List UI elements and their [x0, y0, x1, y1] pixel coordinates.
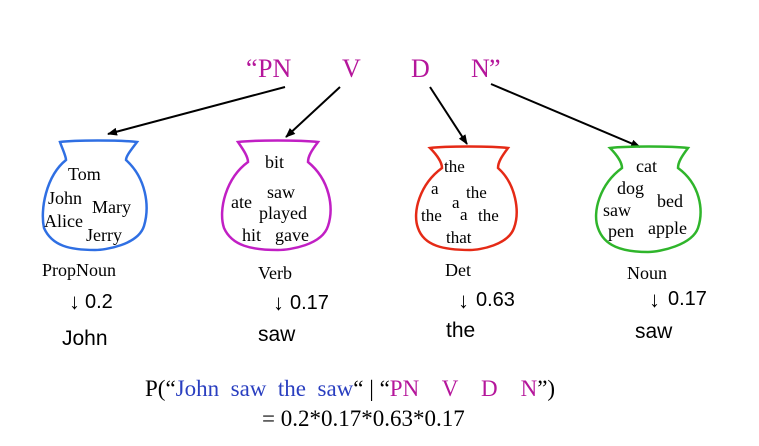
jar-propnoun: Tom John Mary Alice Jerry PropNoun ↓ 0.2…: [41, 139, 148, 350]
jar-word: Jerry: [86, 225, 122, 245]
vase-icon: [414, 145, 518, 252]
jar-word: Tom: [68, 164, 101, 184]
formula-sentence: John saw the saw: [176, 376, 354, 401]
jar-word: a: [460, 205, 468, 224]
jar-word: a: [452, 193, 460, 212]
jar-word: Mary: [92, 197, 131, 217]
vase-icon: [220, 139, 332, 252]
jar-word: cat: [636, 156, 657, 176]
tag-pn: PN: [258, 54, 291, 83]
emitted-word: saw: [635, 320, 673, 343]
jar-word: bit: [265, 152, 284, 172]
tag-sequence: “ PN V D N ”: [246, 54, 501, 83]
jar-word: ate: [231, 192, 252, 212]
jar-word: John: [48, 188, 82, 208]
formula-tags: PN V D N: [390, 376, 538, 401]
jar-word: the: [466, 183, 487, 202]
jar-label: Verb: [258, 263, 292, 283]
jar-label: Noun: [627, 263, 667, 283]
jar-word: apple: [648, 218, 687, 238]
jar-det: the a the a the a the that Det ↓ 0.63 th…: [414, 145, 518, 342]
jar-noun: cat dog bed saw pen apple Noun ↓ 0.17 sa…: [594, 145, 707, 343]
down-arrow-icon: ↓: [273, 290, 284, 315]
jar-word: dog: [617, 178, 644, 198]
emission-probability: 0.17: [668, 288, 707, 310]
jar-word: Alice: [44, 211, 83, 231]
emitted-word: saw: [258, 323, 296, 346]
jar-label: Det: [445, 260, 471, 280]
tag-open-quote: “: [246, 54, 258, 83]
jar-word: a: [431, 179, 439, 198]
arrow-v-to-verb: [285, 86, 341, 138]
vase-icon: [41, 139, 148, 252]
formula-line-1: P(“John saw the saw“ | “PN V D N”): [145, 376, 555, 401]
probability-formula: P(“John saw the saw“ | “PN V D N”) = 0.2…: [145, 376, 555, 431]
formula-close: ”): [537, 376, 555, 401]
jar-word: the: [421, 206, 442, 225]
jar-word: hit: [242, 225, 261, 245]
emission-probability: 0.2: [85, 291, 113, 313]
tag-to-jar-arrows: [107, 83, 641, 148]
formula-mid-quote: “ | “: [353, 376, 390, 401]
emission-probability: 0.17: [290, 292, 329, 314]
emitted-word: the: [446, 319, 475, 342]
vase-icon: [594, 145, 702, 254]
emitted-word: John: [62, 327, 108, 350]
jar-word: that: [446, 228, 472, 247]
tag-d: D: [411, 54, 430, 83]
jar-word: pen: [608, 221, 634, 241]
jar-verb: bit ate saw played hit gave Verb ↓ 0.17 …: [220, 139, 332, 346]
jar-word: played: [259, 203, 307, 223]
arrow-d-to-det: [429, 86, 468, 145]
formula-open-quote: “: [165, 376, 175, 401]
jar-word: the: [444, 157, 465, 176]
tag-close-quote: ”: [489, 54, 501, 83]
arrow-pn-to-propnoun: [107, 86, 286, 136]
formula-prefix: P(: [145, 376, 165, 401]
emission-probability: 0.63: [476, 289, 515, 311]
jar-word: saw: [267, 182, 295, 202]
jar-word: gave: [275, 225, 309, 245]
tag-v: V: [342, 54, 361, 83]
tag-n: N: [471, 54, 490, 83]
down-arrow-icon: ↓: [458, 288, 469, 313]
formula-equation: = 0.2*0.17*0.63*0.17: [262, 406, 465, 431]
arrow-n-to-noun: [490, 83, 641, 148]
jar-label: PropNoun: [42, 260, 116, 280]
jar-word: the: [478, 206, 499, 225]
jar-word: bed: [657, 191, 683, 211]
down-arrow-icon: ↓: [69, 289, 80, 314]
jar-word: saw: [603, 200, 631, 220]
down-arrow-icon: ↓: [649, 287, 660, 312]
